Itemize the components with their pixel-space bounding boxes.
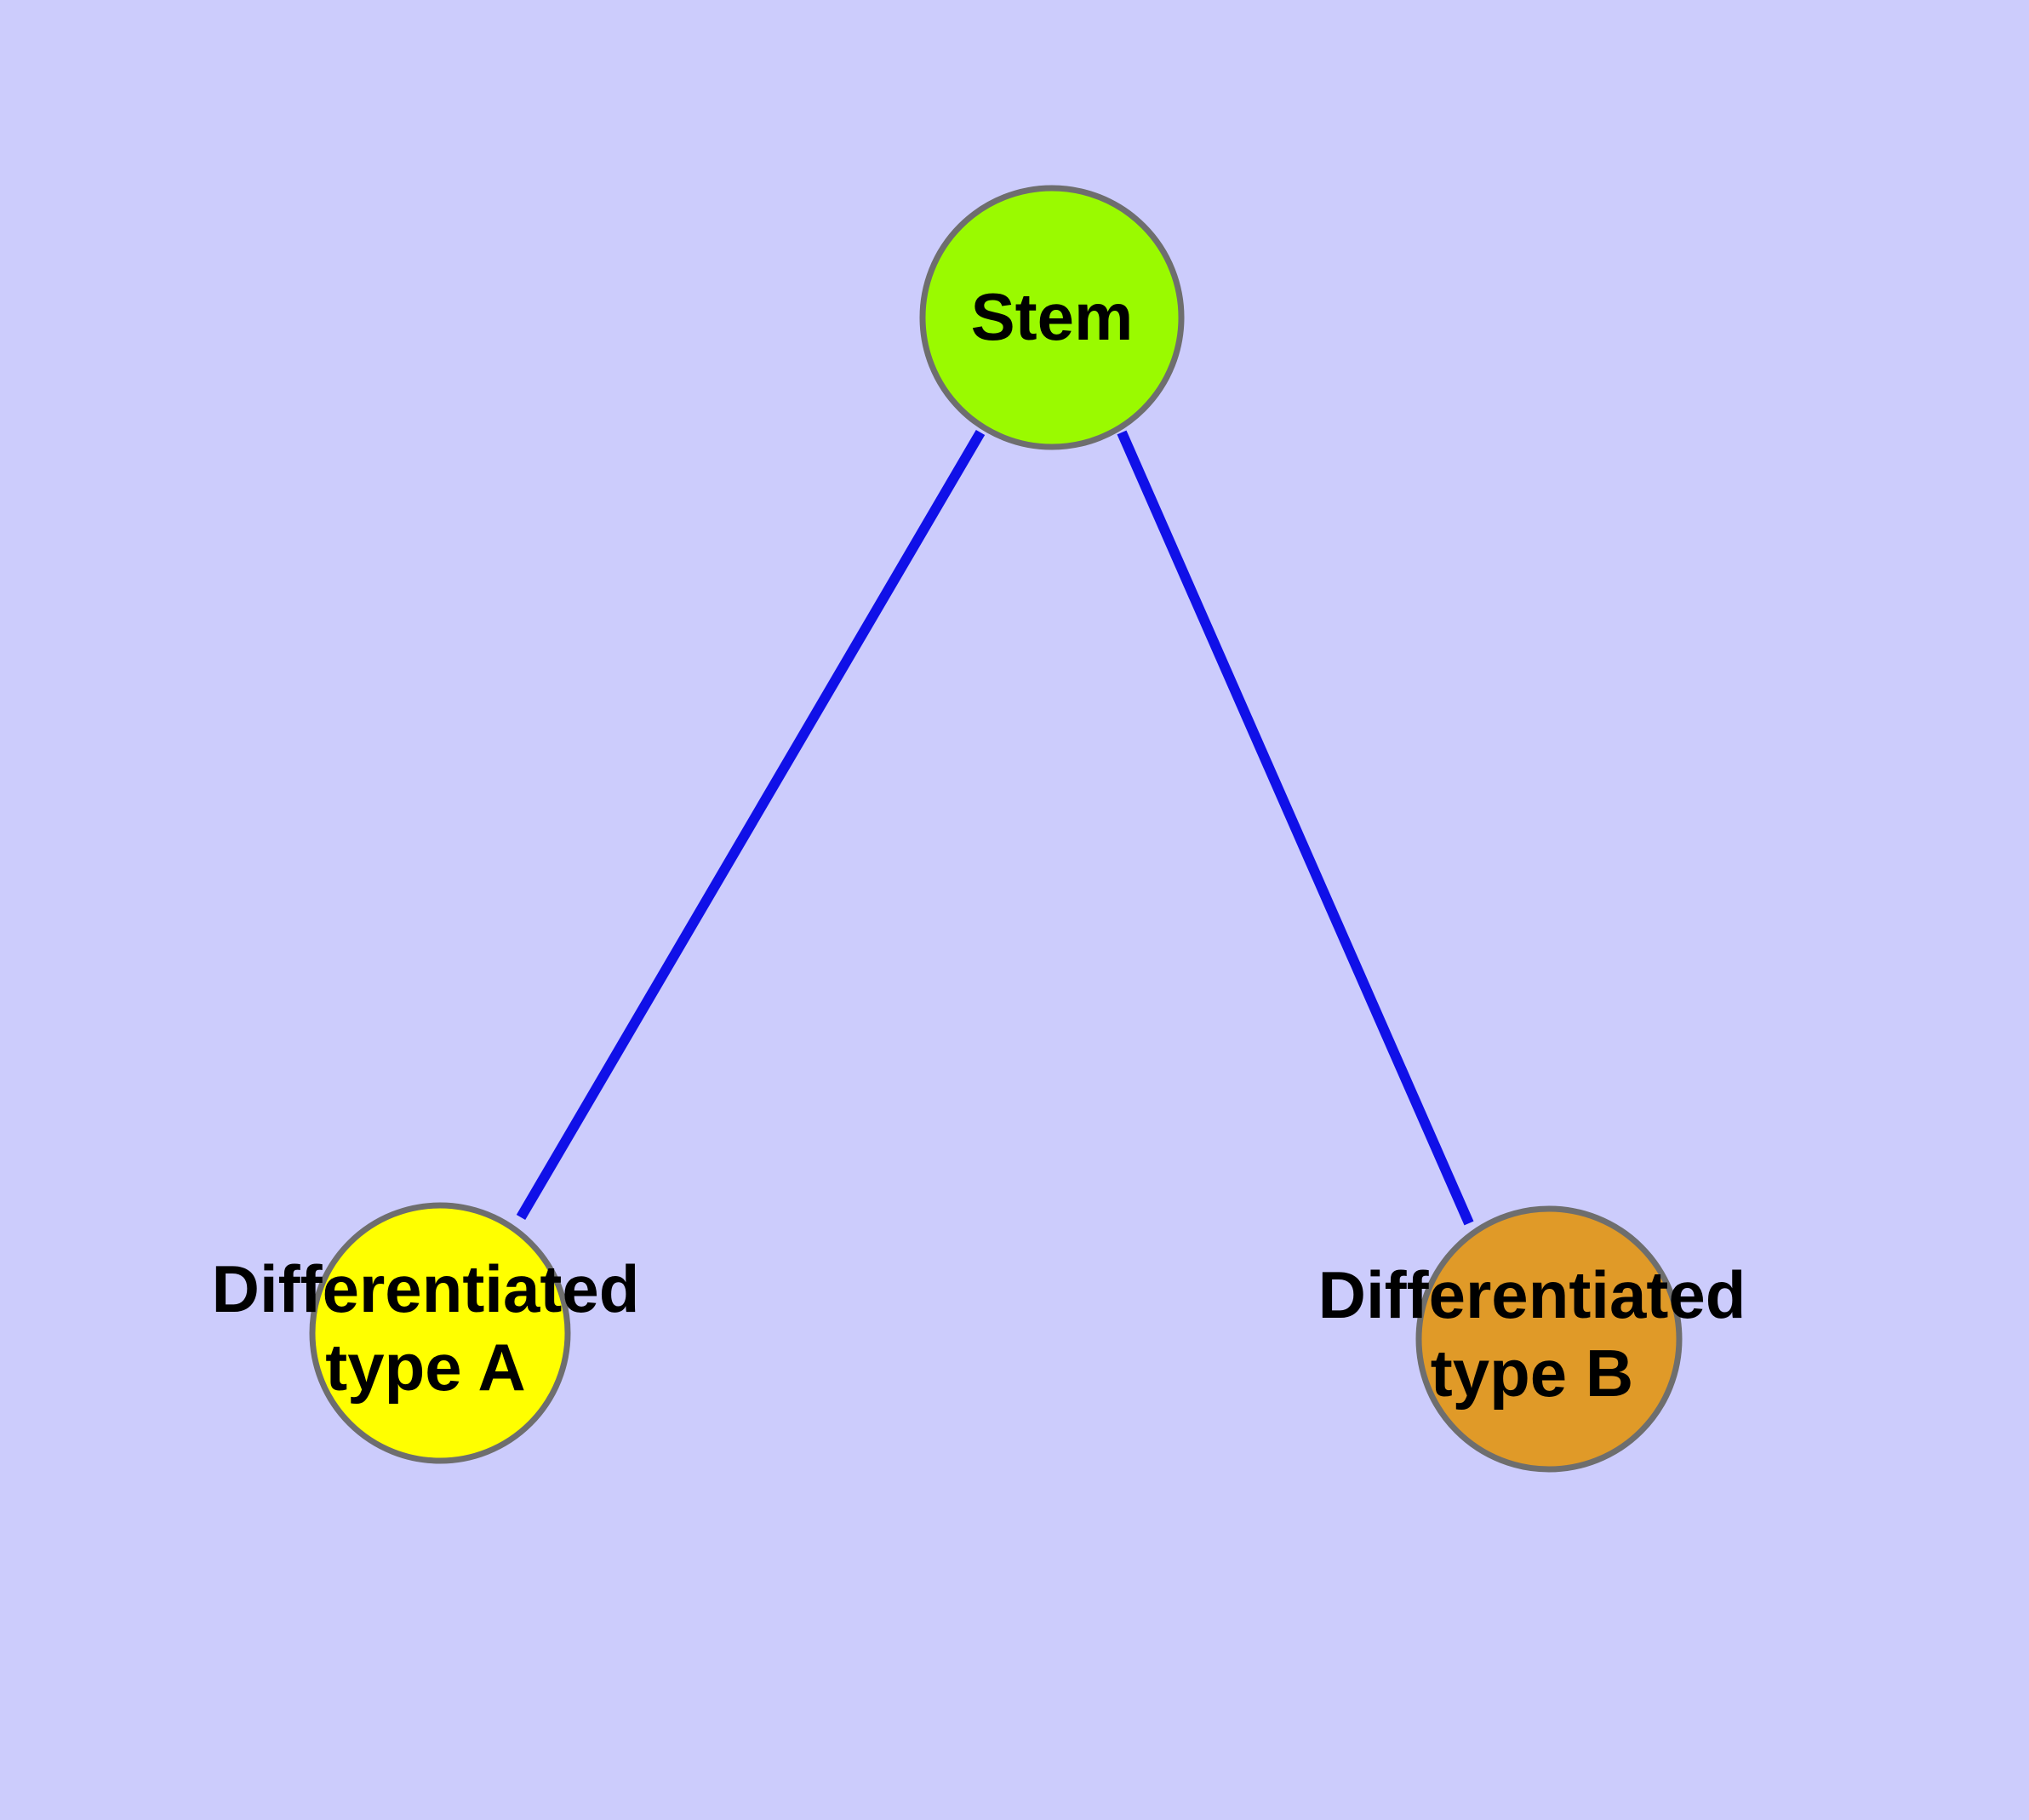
graph-edge-stem-to-a[interactable] <box>516 429 986 1221</box>
node-label-line: Stem <box>971 279 1134 354</box>
node-label-line: Differentiated <box>212 1251 640 1326</box>
node-label-stem: Stem <box>971 279 1134 354</box>
node-label-line: type B <box>1431 1336 1633 1411</box>
graph-node-diff-b[interactable] <box>1415 1205 1683 1473</box>
graph-node-diff-a[interactable] <box>309 1202 571 1464</box>
graph-edge-stem-to-b[interactable] <box>1117 430 1474 1226</box>
node-label-line: type A <box>325 1330 526 1405</box>
nodes-layer <box>309 185 1683 1473</box>
edges-layer <box>516 429 1474 1226</box>
node-label-line: Differentiated <box>1318 1257 1746 1332</box>
graph-node-stem[interactable] <box>919 185 1185 450</box>
